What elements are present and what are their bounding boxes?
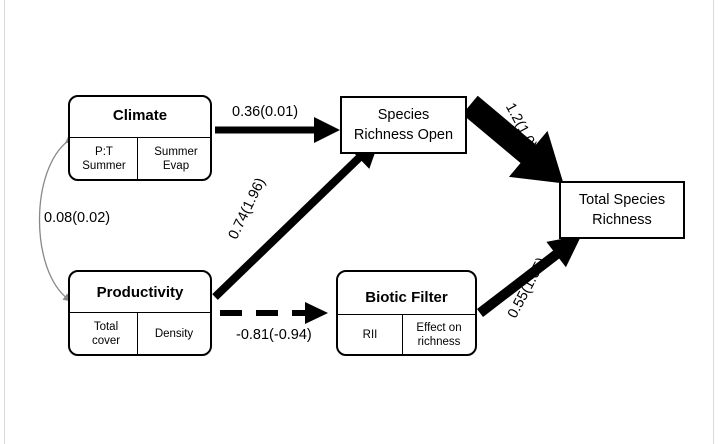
covariance-arrow [38,135,74,302]
path-label-climate-to-sro: 0.36(0.01) [232,104,299,120]
climate-title: Climate [112,107,168,124]
climate-cell-separator [137,137,138,179]
biotic-filter-indicator-rii: RII [362,329,378,341]
species-richness-open-node: Species Richness Open [340,96,467,154]
productivity-node: Productivity Total cover Density [68,270,212,356]
biotic-filter-indicator-effect-on-richness: Effect on richness [416,322,462,348]
productivity-divider [70,312,210,313]
arrow-biotic-to-total [476,235,582,317]
total-species-richness-node: Total Species Richness [559,181,685,239]
path-label-climate-productivity: 0.08(0.02) [44,210,111,226]
arrow-sro-to-total [462,95,564,184]
biotic-filter-node: Biotic Filter RII Effect on richness [336,270,477,356]
arrow-productivity-to-biotic [220,302,328,324]
climate-indicator-summer-evap: Summer Evap [154,146,198,172]
climate-indicator-pt-summer: P:T Summer [82,146,126,172]
climate-node: Climate P:T Summer Summer Evap [68,95,212,181]
biotic-filter-title: Biotic Filter [365,289,448,306]
climate-divider [70,137,210,138]
right-frame-line [713,0,714,444]
productivity-cell-separator [137,312,138,354]
productivity-indicator-total-cover: Total cover [91,321,121,347]
productivity-title: Productivity [96,284,184,301]
biotic-filter-cell-separator [402,314,403,354]
path-label-productivity-to-biotic: -0.81(-0.94) [236,327,312,343]
productivity-indicator-density: Density [154,328,194,340]
biotic-filter-divider [338,314,475,315]
arrow-climate-to-sro [215,117,340,143]
left-frame-line [4,0,5,444]
